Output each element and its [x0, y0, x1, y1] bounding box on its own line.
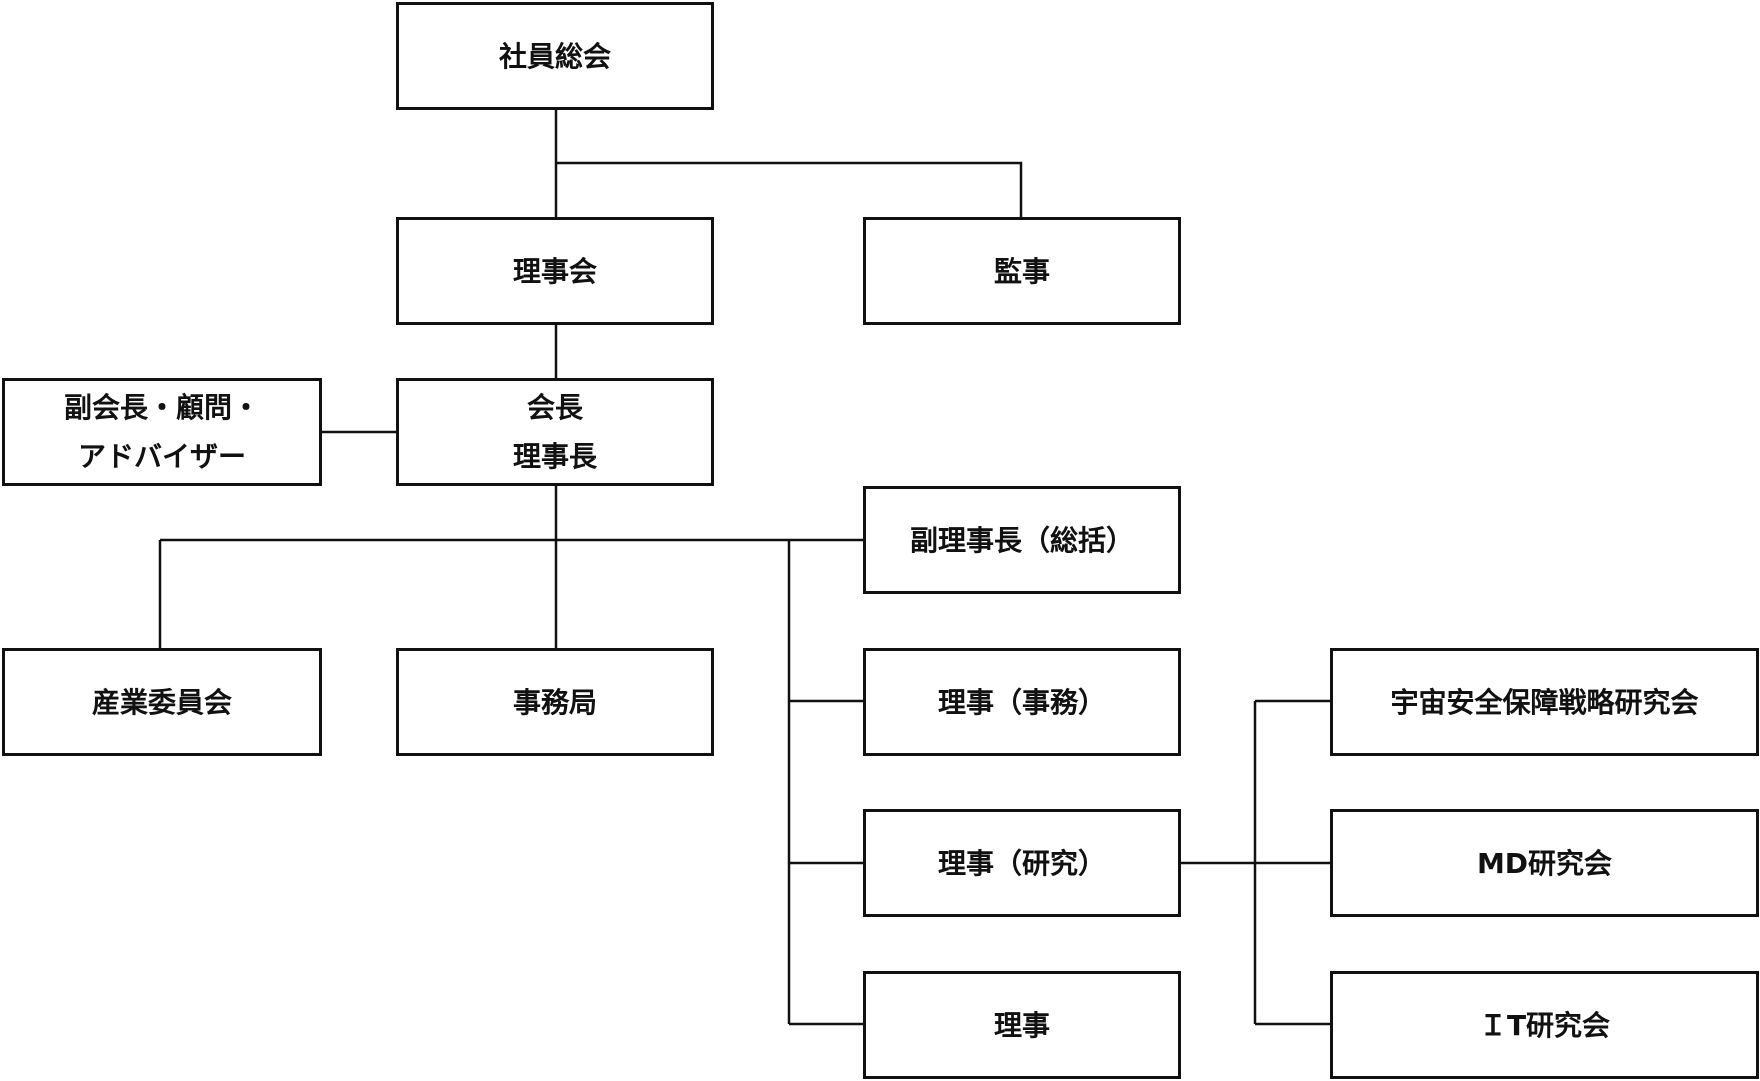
node-label: 監事 [993, 254, 1050, 288]
node-label: 会長 [526, 391, 583, 424]
node-vice-director-general: 副理事長（総括） [863, 486, 1181, 594]
node-label: ＩT研究会 [1478, 1008, 1611, 1042]
node-it-study: ＩT研究会 [1330, 971, 1759, 1079]
node-label: MD研究会 [1476, 846, 1613, 880]
node-label: 理事 [993, 1008, 1050, 1042]
node-director: 理事 [863, 971, 1181, 1079]
node-label: 社員総会 [498, 39, 611, 73]
node-director-research: 理事（研究） [863, 809, 1181, 917]
node-secretariat: 事務局 [396, 648, 714, 756]
node-label: 産業委員会 [91, 685, 232, 719]
node-label: 理事（事務） [937, 685, 1106, 719]
node-industry-committee: 産業委員会 [2, 648, 322, 756]
node-chair: 会長理事長 [396, 378, 714, 486]
node-auditor: 監事 [863, 217, 1181, 325]
node-vice-chair: 副会長・顧問・アドバイザー [2, 378, 322, 486]
node-label: アドバイザー [77, 440, 246, 473]
node-label: 副理事長（総括） [909, 523, 1134, 557]
node-label: 事務局 [512, 685, 597, 719]
line-general-to-auditor [556, 161, 1023, 217]
node-general-meeting: 社員総会 [396, 2, 714, 110]
node-md-study: MD研究会 [1330, 809, 1759, 917]
node-label: 副会長・顧問・ [63, 391, 260, 424]
node-board: 理事会 [396, 217, 714, 325]
node-space-security-study: 宇宙安全保障戦略研究会 [1330, 648, 1759, 756]
node-label: 宇宙安全保障戦略研究会 [1390, 685, 1699, 719]
node-label: 理事（研究） [937, 846, 1106, 880]
node-label: 理事会 [512, 254, 597, 288]
node-label: 理事長 [512, 440, 597, 473]
node-director-admin: 理事（事務） [863, 648, 1181, 756]
